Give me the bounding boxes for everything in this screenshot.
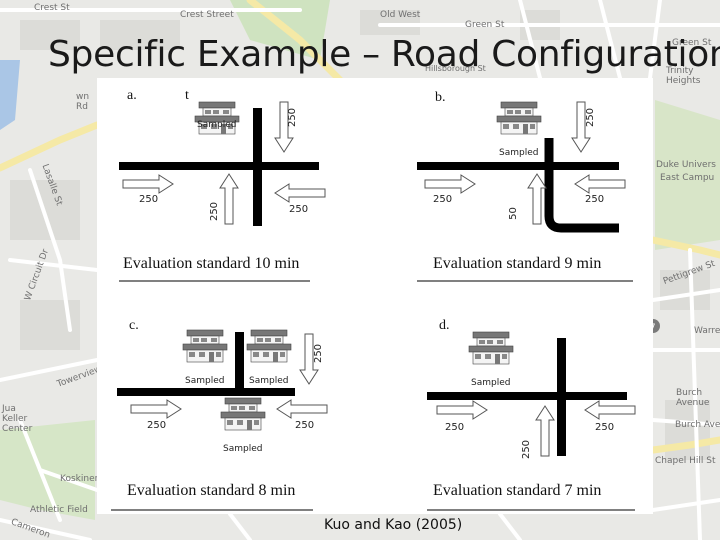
map-label: Koskinen — [60, 474, 101, 484]
road-configuration-figure: a. t Sampled 250 250 250 250 Evaluation … — [97, 78, 653, 514]
panel-caption-b: Evaluation standard 9 min — [433, 255, 602, 272]
sampled-house — [468, 331, 514, 365]
map-label: Burch Ave — [675, 420, 720, 430]
map-label: Jua Keller Center — [2, 404, 33, 434]
house-label: Sampled — [197, 120, 237, 130]
traffic-volume: 250 — [209, 201, 221, 222]
map-label: Chapel Hill St — [655, 456, 716, 466]
road-horizontal — [119, 162, 319, 170]
traffic-arrow — [436, 400, 488, 420]
panel-caption-a: Evaluation standard 10 min — [123, 255, 300, 272]
sampled-house — [246, 329, 292, 363]
house-label: Sampled — [223, 444, 263, 454]
road-horizontal — [417, 162, 619, 170]
panel-top-mark: t — [185, 88, 189, 103]
traffic-volume: 250 — [313, 343, 325, 364]
traffic-arrow — [574, 174, 626, 194]
traffic-volume: 250 — [295, 420, 315, 431]
road-horizontal — [427, 392, 627, 400]
map-label: Green St — [465, 20, 505, 30]
map-label: Athletic Field — [30, 505, 88, 515]
traffic-arrow — [276, 399, 328, 419]
house-label: Sampled — [471, 378, 511, 388]
traffic-arrow — [584, 400, 636, 420]
panel-label-a: a. — [127, 88, 137, 103]
road-vertical — [557, 338, 566, 456]
road-vertical — [253, 108, 262, 226]
traffic-arrow — [424, 174, 476, 194]
panel-d — [427, 331, 636, 511]
panel-label-d: d. — [439, 318, 450, 333]
traffic-volume: 250 — [445, 422, 465, 433]
traffic-volume: 250 — [585, 107, 597, 128]
panel-caption-c: Evaluation standard 8 min — [127, 482, 296, 499]
citation: Kuo and Kao (2005) — [324, 517, 463, 533]
panel-label-c: c. — [129, 318, 139, 333]
panel-a — [119, 101, 326, 282]
sampled-house — [182, 329, 228, 363]
map-label: Warre — [694, 326, 720, 336]
traffic-arrow — [130, 399, 182, 419]
panel-label-b: b. — [435, 90, 446, 105]
house-label: Sampled — [249, 376, 289, 386]
map-label: Old West — [380, 10, 421, 20]
traffic-volume: 250 — [289, 204, 309, 215]
traffic-volume: 250 — [287, 107, 299, 128]
traffic-volume: 250 — [521, 439, 533, 460]
map-label: Crest St — [34, 3, 70, 13]
map-label: Crest Street — [180, 10, 234, 20]
house-label: Sampled — [499, 148, 539, 158]
traffic-volume: 250 — [139, 194, 159, 205]
map-label: Duke Univers — [656, 160, 716, 170]
map-label: Green St — [672, 38, 712, 48]
map-label: Hillsborough St — [425, 64, 486, 73]
map-label: Burch Avenue — [676, 388, 710, 408]
traffic-volume: 50 — [507, 207, 519, 220]
panel-c — [111, 329, 328, 511]
map-label: wn Rd — [76, 92, 90, 112]
road-vertical — [235, 332, 244, 388]
traffic-arrow — [527, 173, 547, 225]
traffic-arrow — [274, 183, 326, 203]
road-turn — [544, 138, 619, 233]
traffic-volume: 250 — [585, 194, 605, 205]
traffic-volume: 250 — [433, 194, 453, 205]
house-label: Sampled — [185, 376, 225, 386]
traffic-volume: 250 — [147, 420, 167, 431]
traffic-volume: 250 — [595, 422, 615, 433]
traffic-arrow — [535, 405, 555, 457]
traffic-arrow — [122, 174, 174, 194]
map-label: East Campu — [660, 173, 715, 183]
sampled-house — [496, 101, 542, 135]
slide-title: Specific Example – Road Configuration — [48, 34, 720, 75]
panel-caption-d: Evaluation standard 7 min — [433, 482, 602, 499]
sampled-house — [220, 397, 266, 431]
panel-b — [417, 101, 633, 282]
figure-drawing — [111, 101, 636, 511]
traffic-arrow — [219, 173, 239, 225]
map-label: Trinity Heights — [666, 66, 701, 86]
road-horizontal — [117, 388, 295, 396]
